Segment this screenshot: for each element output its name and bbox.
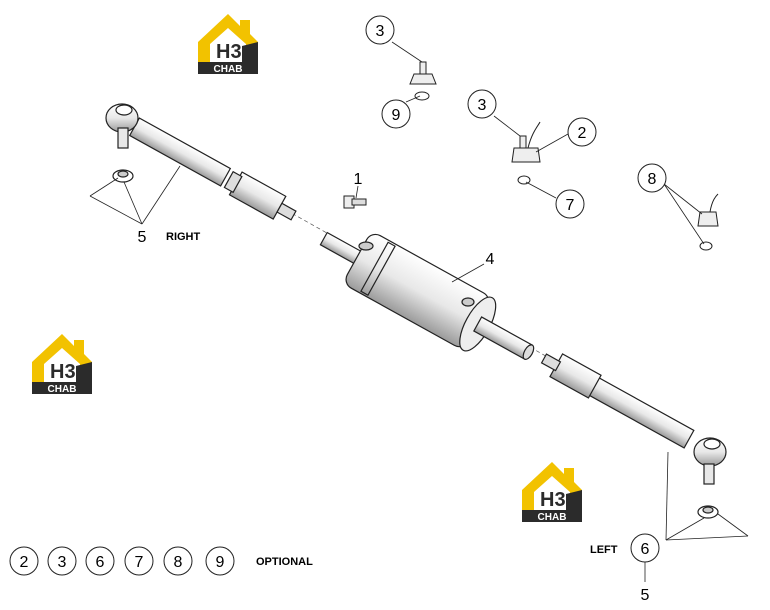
optional-part: 3 (47, 546, 77, 576)
callout-9: 9 (381, 99, 411, 129)
callout-number: 7 (566, 197, 575, 214)
callout-5-right: 5 (138, 229, 147, 246)
optional-part-number: 3 (58, 554, 67, 571)
logo-word: CHAB (214, 64, 243, 75)
logo-word: CHAB (48, 384, 77, 395)
callout-number: 2 (578, 125, 587, 142)
optional-part: 2 (9, 546, 39, 576)
bolt-part-1 (343, 195, 367, 209)
callout-2: 2 (567, 117, 597, 147)
logo-mark: H3 (540, 489, 566, 511)
callout-8: 8 (637, 163, 667, 193)
callout-7: 7 (555, 189, 585, 219)
callout-3-middle: 3 (467, 89, 497, 119)
optional-part-number: 7 (135, 554, 144, 571)
leader-lines (89, 41, 749, 541)
steering-cylinder (319, 231, 535, 360)
brand-logo-top: H3 CHAB (198, 14, 258, 75)
brand-logo-left: H3 CHAB (32, 334, 92, 395)
optional-part: 9 (205, 546, 235, 576)
optional-part-number: 8 (174, 554, 183, 571)
callout-number: 9 (392, 107, 401, 124)
brand-logo-bottom: H3 CHAB (522, 462, 582, 523)
callout-number: 3 (478, 97, 487, 114)
optional-part: 6 (85, 546, 115, 576)
callout-number: 6 (641, 541, 650, 558)
fitting-right (697, 193, 719, 251)
optional-part-number: 2 (20, 554, 29, 571)
fitting-middle (511, 121, 541, 185)
callout-4: 4 (486, 251, 495, 268)
logo-mark: H3 (50, 361, 76, 383)
optional-legend: 2 3 6 7 8 9 OPTIONAL (9, 546, 313, 576)
callout-3-upper: 3 (365, 15, 395, 45)
optional-part-number: 9 (216, 554, 225, 571)
logo-mark: H3 (216, 41, 242, 63)
left-tie-rod (540, 353, 727, 519)
logo-word: CHAB (538, 512, 567, 523)
optional-part: 8 (163, 546, 193, 576)
callout-5-left: 5 (641, 587, 650, 604)
optional-part: 7 (124, 546, 154, 576)
callout-6: 6 (630, 533, 660, 563)
callout-1: 1 (354, 171, 363, 188)
fitting-upper (409, 61, 437, 101)
optional-part-number: 6 (96, 554, 105, 571)
callout-number: 3 (376, 23, 385, 40)
label-right: RIGHT (166, 231, 201, 243)
right-tie-rod (105, 103, 297, 221)
callout-number: 8 (648, 171, 657, 188)
label-left: LEFT (590, 544, 618, 556)
label-optional: OPTIONAL (256, 556, 313, 568)
